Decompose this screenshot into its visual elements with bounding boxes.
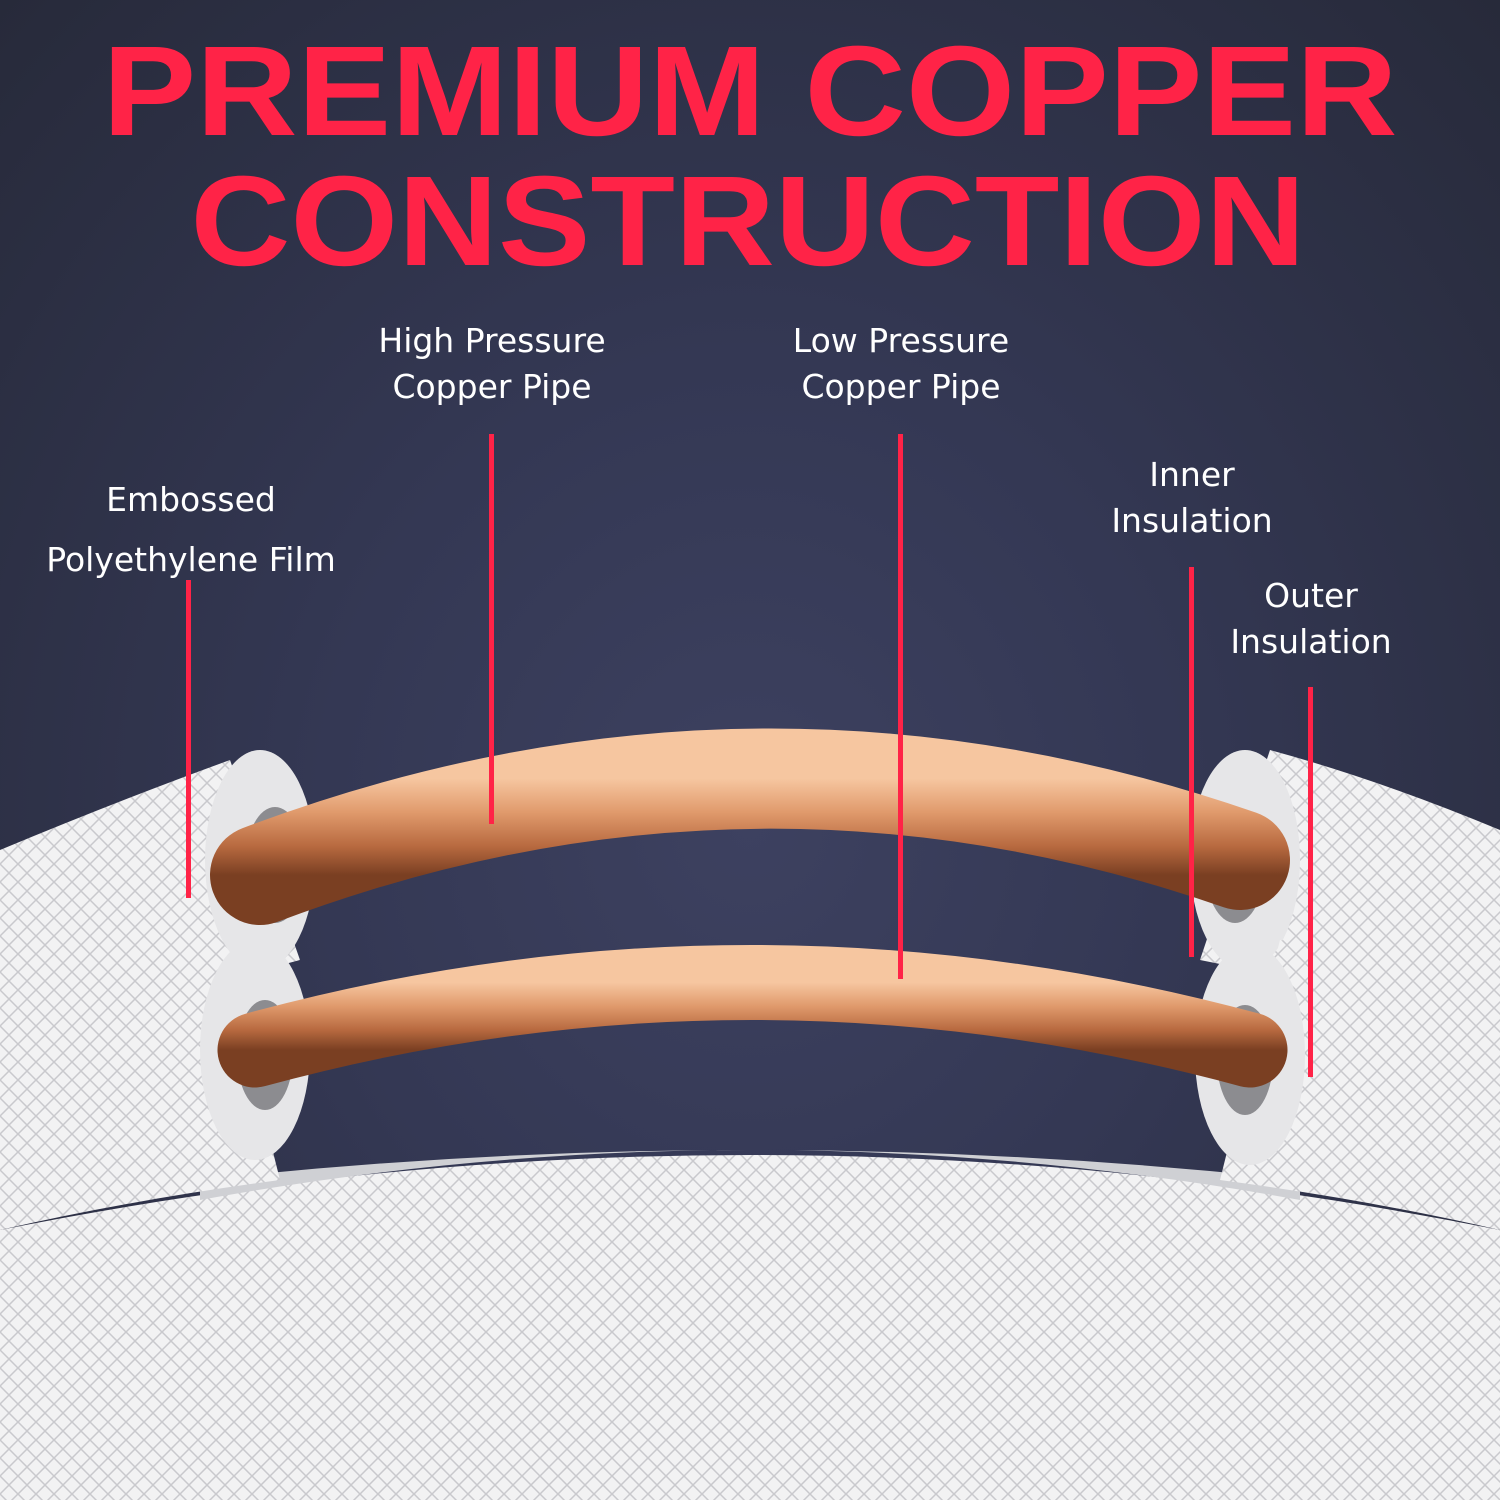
- low-pressure-copper-pipe: [217, 945, 1288, 1088]
- left-insulated-tubes: [0, 750, 315, 1230]
- callout-line-inner-insulation: [1189, 567, 1194, 957]
- callout-line-embossed-film: [186, 580, 191, 898]
- callout-line-outer-insulation: [1308, 687, 1313, 1077]
- insulated-coil: [0, 1150, 1500, 1500]
- title-line-2: CONSTRUCTION: [191, 150, 1306, 293]
- label-inner-insulation: Inner Insulation: [1111, 455, 1273, 540]
- callout-line-low-pressure: [898, 434, 903, 979]
- label-high-pressure-pipe: High Pressure Copper Pipe: [378, 321, 606, 406]
- callout-line-high-pressure: [489, 434, 494, 824]
- label-outer-insulation: Outer Insulation: [1230, 576, 1392, 661]
- label-embossed-film: Embossed Polyethylene Film: [46, 480, 336, 579]
- title-line-1: PREMIUM COPPER: [103, 20, 1398, 163]
- high-pressure-copper-pipe: [210, 728, 1290, 925]
- label-low-pressure-pipe: Low Pressure Copper Pipe: [792, 321, 1010, 406]
